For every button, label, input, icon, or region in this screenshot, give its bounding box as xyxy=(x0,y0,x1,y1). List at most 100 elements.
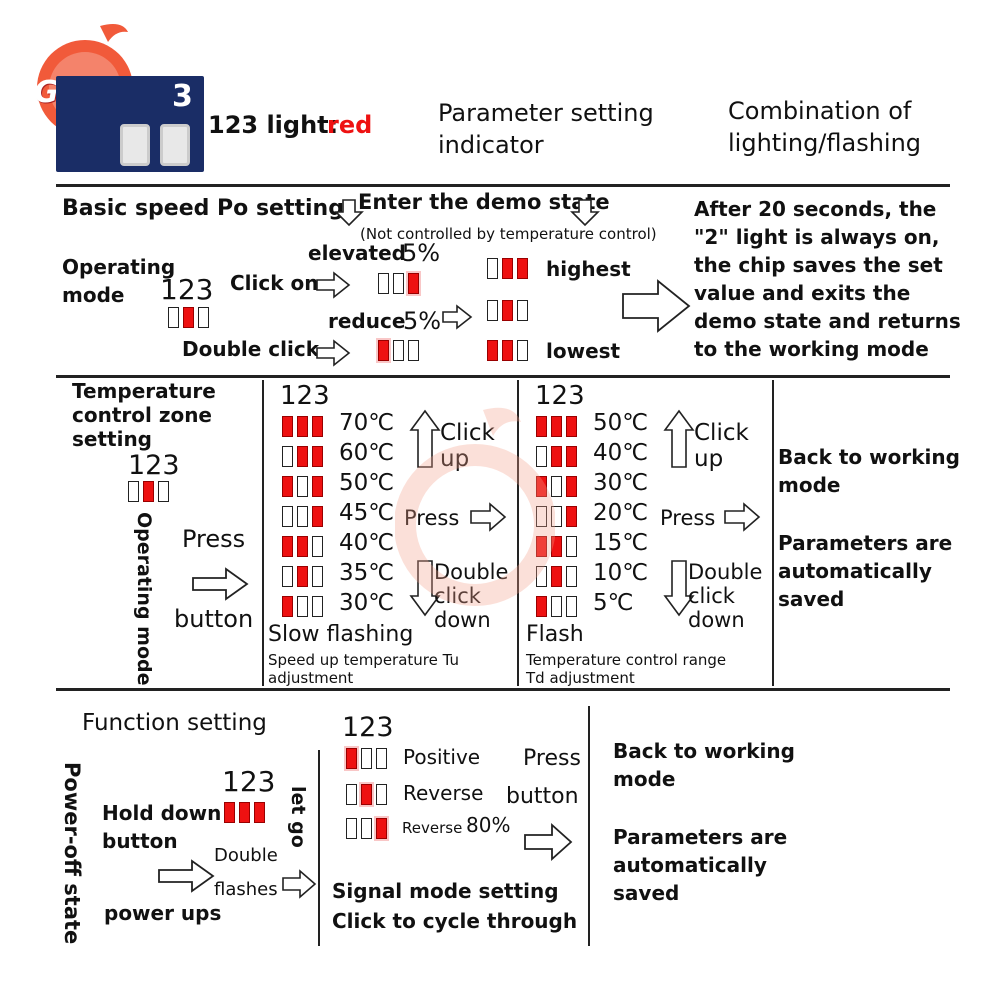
temperature-value: 40℃ xyxy=(339,530,395,556)
up-arrow-icon xyxy=(409,409,441,468)
led xyxy=(282,566,293,587)
led xyxy=(312,536,323,557)
click-up-label: Click xyxy=(440,420,495,446)
divider xyxy=(588,706,590,946)
reduce-percent: 5% xyxy=(403,307,442,335)
led xyxy=(297,596,308,617)
params-saved: automatically xyxy=(778,559,932,583)
td-mode: Flash xyxy=(526,622,584,647)
right-arrow-icon xyxy=(724,502,761,532)
led-indicator xyxy=(536,596,577,617)
divider xyxy=(56,688,950,691)
lowest-label: lowest xyxy=(546,339,621,363)
down-arrow-icon xyxy=(409,560,441,617)
td-desc: Td adjustment xyxy=(526,669,635,687)
back-to-working: mode xyxy=(613,767,676,791)
press-label: Press xyxy=(660,506,716,530)
led xyxy=(536,416,547,437)
led xyxy=(551,596,562,617)
led xyxy=(282,506,293,527)
led-indicator xyxy=(487,340,528,361)
params-saved: saved xyxy=(613,881,680,905)
led xyxy=(487,340,498,361)
right-arrow-icon xyxy=(622,279,691,333)
temperature-value: 35℃ xyxy=(339,560,395,586)
divider xyxy=(517,380,519,686)
led xyxy=(517,300,528,321)
double-click-down-label: click xyxy=(688,584,735,608)
back-to-working: Back to working xyxy=(613,739,795,763)
speed-result-line: the chip saves the set xyxy=(694,253,943,277)
led-indicator xyxy=(282,476,323,497)
right-arrow-icon xyxy=(524,822,573,862)
highest-label: highest xyxy=(546,257,631,281)
col2-header: indicator xyxy=(438,131,544,159)
right-arrow-icon xyxy=(158,859,215,893)
speed-result-line: value and exits the xyxy=(694,281,911,305)
params-saved: saved xyxy=(778,587,845,611)
down-arrow-icon xyxy=(334,199,364,227)
led xyxy=(566,416,577,437)
led-indicator xyxy=(536,536,577,557)
led xyxy=(487,300,498,321)
power-off-vertical: Power-off state xyxy=(60,762,85,945)
led xyxy=(361,818,372,839)
led-indicator xyxy=(378,273,419,294)
params-saved: automatically xyxy=(613,853,767,877)
led-digits: 123 xyxy=(280,381,330,411)
reverse80-percent: 80% xyxy=(466,813,511,837)
right-arrow-icon xyxy=(192,567,249,601)
col3-header: lighting/flashing xyxy=(728,129,922,157)
watermark-logo-icon xyxy=(395,407,555,606)
temp-title: control zone xyxy=(72,403,212,427)
let-go-vertical: let go xyxy=(286,786,309,848)
led xyxy=(517,258,528,279)
down-arrow-icon xyxy=(663,560,695,617)
led xyxy=(536,506,547,527)
divider xyxy=(262,380,264,686)
led xyxy=(312,446,323,467)
speed-result-line: After 20 seconds, the xyxy=(694,197,937,221)
led-digits: 123 xyxy=(128,450,180,481)
operating-mode-vertical: Operating mode xyxy=(132,512,155,686)
led xyxy=(312,416,323,437)
led-indicator xyxy=(224,802,265,823)
led xyxy=(158,481,169,502)
down-arrow-icon xyxy=(570,199,600,227)
power-ups-label: power ups xyxy=(104,901,222,925)
led xyxy=(536,596,547,617)
led xyxy=(361,748,372,769)
led xyxy=(393,273,404,294)
reverse-label: Reverse xyxy=(403,781,484,805)
led xyxy=(551,446,562,467)
temperature-value: 50℃ xyxy=(593,410,649,436)
led xyxy=(312,476,323,497)
led xyxy=(312,506,323,527)
divider xyxy=(56,184,950,187)
led xyxy=(282,596,293,617)
led xyxy=(502,300,513,321)
led-indicator xyxy=(536,446,577,467)
demo-note: (Not controlled by temperature control) xyxy=(360,225,657,243)
led-digits: 123 xyxy=(342,712,394,743)
elevated-percent: 5% xyxy=(402,239,441,267)
tu-mode: Slow flashing xyxy=(268,622,414,647)
led xyxy=(536,566,547,587)
led xyxy=(297,476,308,497)
divider xyxy=(772,380,774,686)
led xyxy=(566,596,577,617)
led xyxy=(551,476,562,497)
hold-down-label: button xyxy=(102,829,178,853)
reduce-label: reduce xyxy=(328,309,406,333)
right-arrow-icon xyxy=(316,271,351,299)
press-button-label: button xyxy=(506,784,579,809)
led-indicator xyxy=(536,476,577,497)
led-indicator xyxy=(282,506,323,527)
led-indicator xyxy=(282,596,323,617)
led xyxy=(198,307,209,328)
double-flashes-label: flashes xyxy=(214,879,278,900)
led xyxy=(376,818,387,839)
reverse80-label: Reverse xyxy=(402,819,463,837)
led xyxy=(346,748,357,769)
